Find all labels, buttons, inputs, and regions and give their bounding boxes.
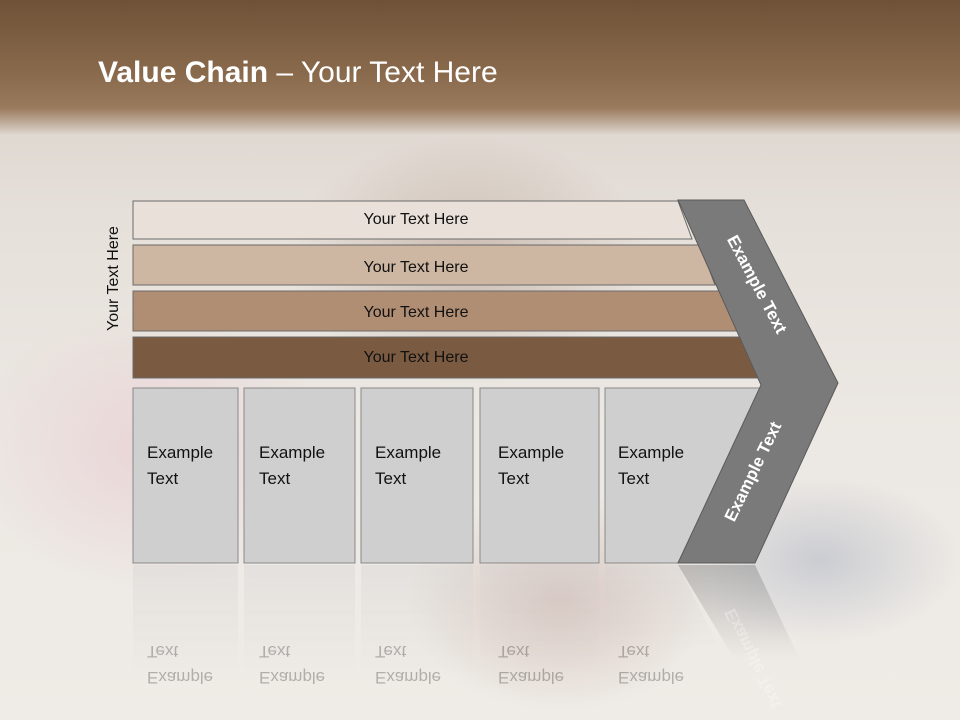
reflection [133, 565, 800, 675]
box-2-line2-reflection: Text [259, 642, 290, 661]
chevron-reflection [678, 565, 800, 660]
box-5-line2: Text [618, 469, 649, 488]
bar-3-label: Your Text Here [364, 304, 469, 321]
bar-1 [132, 200, 693, 240]
box-1-line1-reflection: Example [147, 668, 213, 687]
bar-4-label: Your Text Here [364, 349, 469, 366]
bar-1-label: Your Text Here [364, 211, 469, 228]
box-5-line1-reflection: Example [618, 668, 684, 687]
box-1-line2: Text [147, 469, 178, 488]
box-4-line1-reflection: Example [498, 668, 564, 687]
bar-2 [132, 244, 716, 286]
box-2-line1: Example [259, 443, 325, 462]
box-1-line1: Example [147, 443, 213, 462]
box-4 [479, 387, 600, 564]
box-2 [243, 387, 356, 564]
box-1-line2-reflection: Text [147, 642, 178, 661]
box-2-line2: Text [259, 469, 290, 488]
box-2-reflection [244, 565, 355, 675]
box-4-line2: Text [498, 469, 529, 488]
box-3-line1-reflection: Example [375, 668, 441, 687]
box-3 [360, 387, 474, 564]
box-1 [132, 387, 239, 564]
box-4-reflection [480, 565, 599, 675]
box-4-line2-reflection: Text [498, 642, 529, 661]
box-5-line1: Example [618, 443, 684, 462]
title-bold: Value Chain [98, 56, 269, 89]
slide-title: Value Chain – Your Text Here [98, 56, 498, 90]
box-2-line1-reflection: Example [259, 668, 325, 687]
box-3-reflection [361, 565, 473, 675]
chevron-arrow [677, 199, 839, 564]
box-3-line2: Text [375, 469, 406, 488]
box-5-reflection [605, 565, 720, 650]
bar-2-label: Your Text Here [364, 259, 469, 276]
box-4-line1: Example [498, 443, 564, 462]
box-5-line2-reflection: Text [618, 642, 649, 661]
box-1-reflection [133, 565, 238, 675]
box-3-line2-reflection: Text [375, 642, 406, 661]
title-band [0, 0, 960, 135]
title-rest: – Your Text Here [268, 56, 498, 89]
box-3-line1: Example [375, 443, 441, 462]
